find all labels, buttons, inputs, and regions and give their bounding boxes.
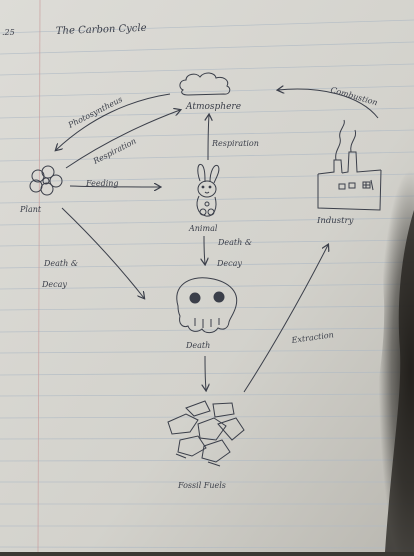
- arrow-death-decay-plant: [61, 207, 144, 298]
- process-label-feeding: Feeding: [85, 179, 119, 188]
- node-label-atmosphere: Atmosphere: [185, 102, 241, 112]
- factory-icon: [317, 119, 382, 211]
- arrow-respiration-animal: [208, 115, 209, 161]
- ruled-lines: [0, 19, 414, 549]
- arrow-photosynthesis: [56, 93, 171, 150]
- process-label-death-decay-plant-line1: Death &: [43, 259, 78, 268]
- node-label-death: Death: [185, 341, 210, 350]
- node-label-plant: Plant: [19, 205, 42, 214]
- flower-icon: [29, 165, 63, 196]
- process-label-death-decay-animal-line2: Decay: [216, 259, 242, 268]
- arrow-death-fossil: [205, 355, 206, 390]
- process-label-death-decay-plant-line2: Decay: [41, 280, 67, 289]
- process-label-death-decay-animal-line1: Death &: [217, 238, 252, 247]
- node-label-fossil-fuels: Fossil Fuels: [177, 481, 226, 490]
- hand-shadow-dark: [385, 210, 414, 552]
- arrow-combustion: [278, 89, 379, 119]
- arrow-death-decay-animal: [204, 235, 205, 264]
- process-label-respiration-animal: Respiration: [211, 139, 259, 148]
- arrow-feeding: [69, 186, 160, 187]
- node-label-industry: Industry: [316, 216, 354, 226]
- skull-icon: [176, 277, 238, 334]
- page-title: The Carbon Cycle: [56, 23, 147, 37]
- fossil-fuel-pile-icon: [167, 400, 245, 467]
- margin-line: [37, 0, 41, 553]
- date-fragment: .25: [2, 28, 15, 37]
- node-label-animal: Animal: [188, 224, 218, 233]
- rabbit-icon: [196, 163, 220, 217]
- arrow-respiration-plant: [65, 110, 180, 169]
- arrow-extraction: [243, 245, 328, 393]
- cloud-icon: [179, 72, 231, 96]
